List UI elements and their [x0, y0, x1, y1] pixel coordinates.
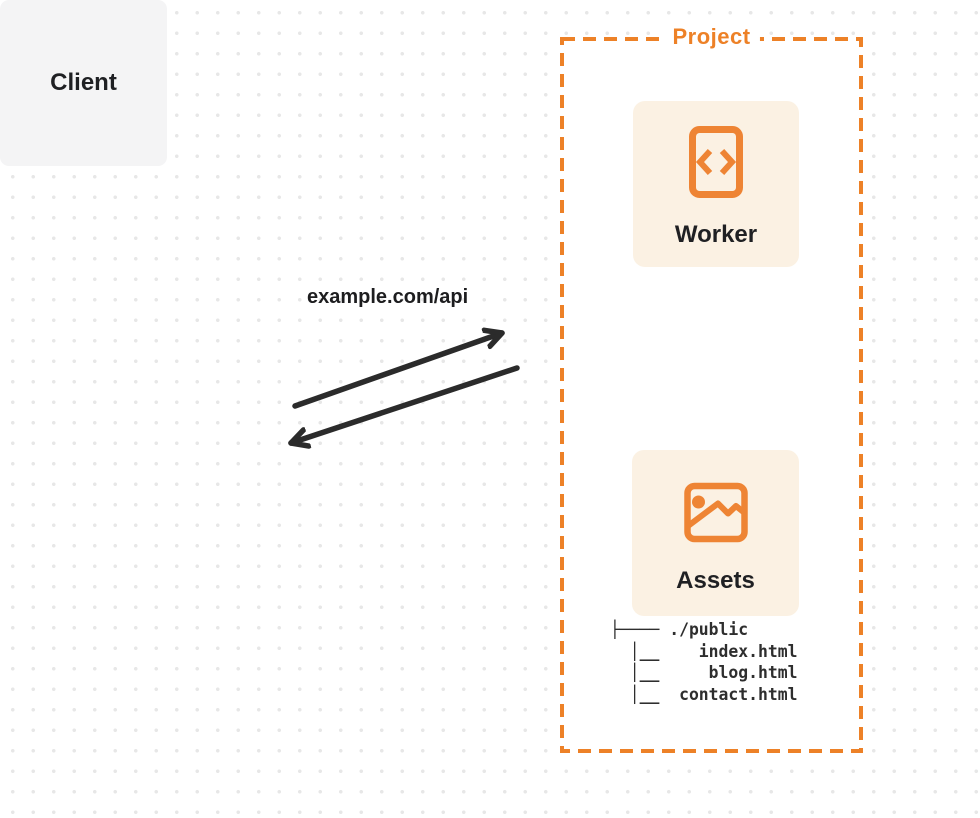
assets-file-tree: ├──── ./public │__ index.html │__ blog.h… [610, 619, 798, 705]
client-node: Client [0, 0, 167, 166]
worker-label: Worker [674, 221, 758, 248]
request-arrow [292, 333, 505, 409]
file-tree-line: │__ contact.html [610, 684, 798, 704]
assets-label: Assets [676, 567, 755, 594]
file-tree-line: │__ blog.html [610, 663, 798, 682]
response-arrow [288, 365, 520, 443]
worker-node: Worker [633, 101, 799, 267]
project-label: Project [663, 24, 760, 50]
code-document-icon [689, 126, 743, 198]
assets-node: Assets [632, 450, 799, 616]
client-label: Client [50, 69, 117, 96]
request-url-label: example.com/api [307, 286, 469, 308]
file-tree-line: │__ index.html [610, 641, 798, 661]
image-icon [683, 482, 748, 543]
file-tree-line: ├──── ./public [610, 620, 749, 639]
